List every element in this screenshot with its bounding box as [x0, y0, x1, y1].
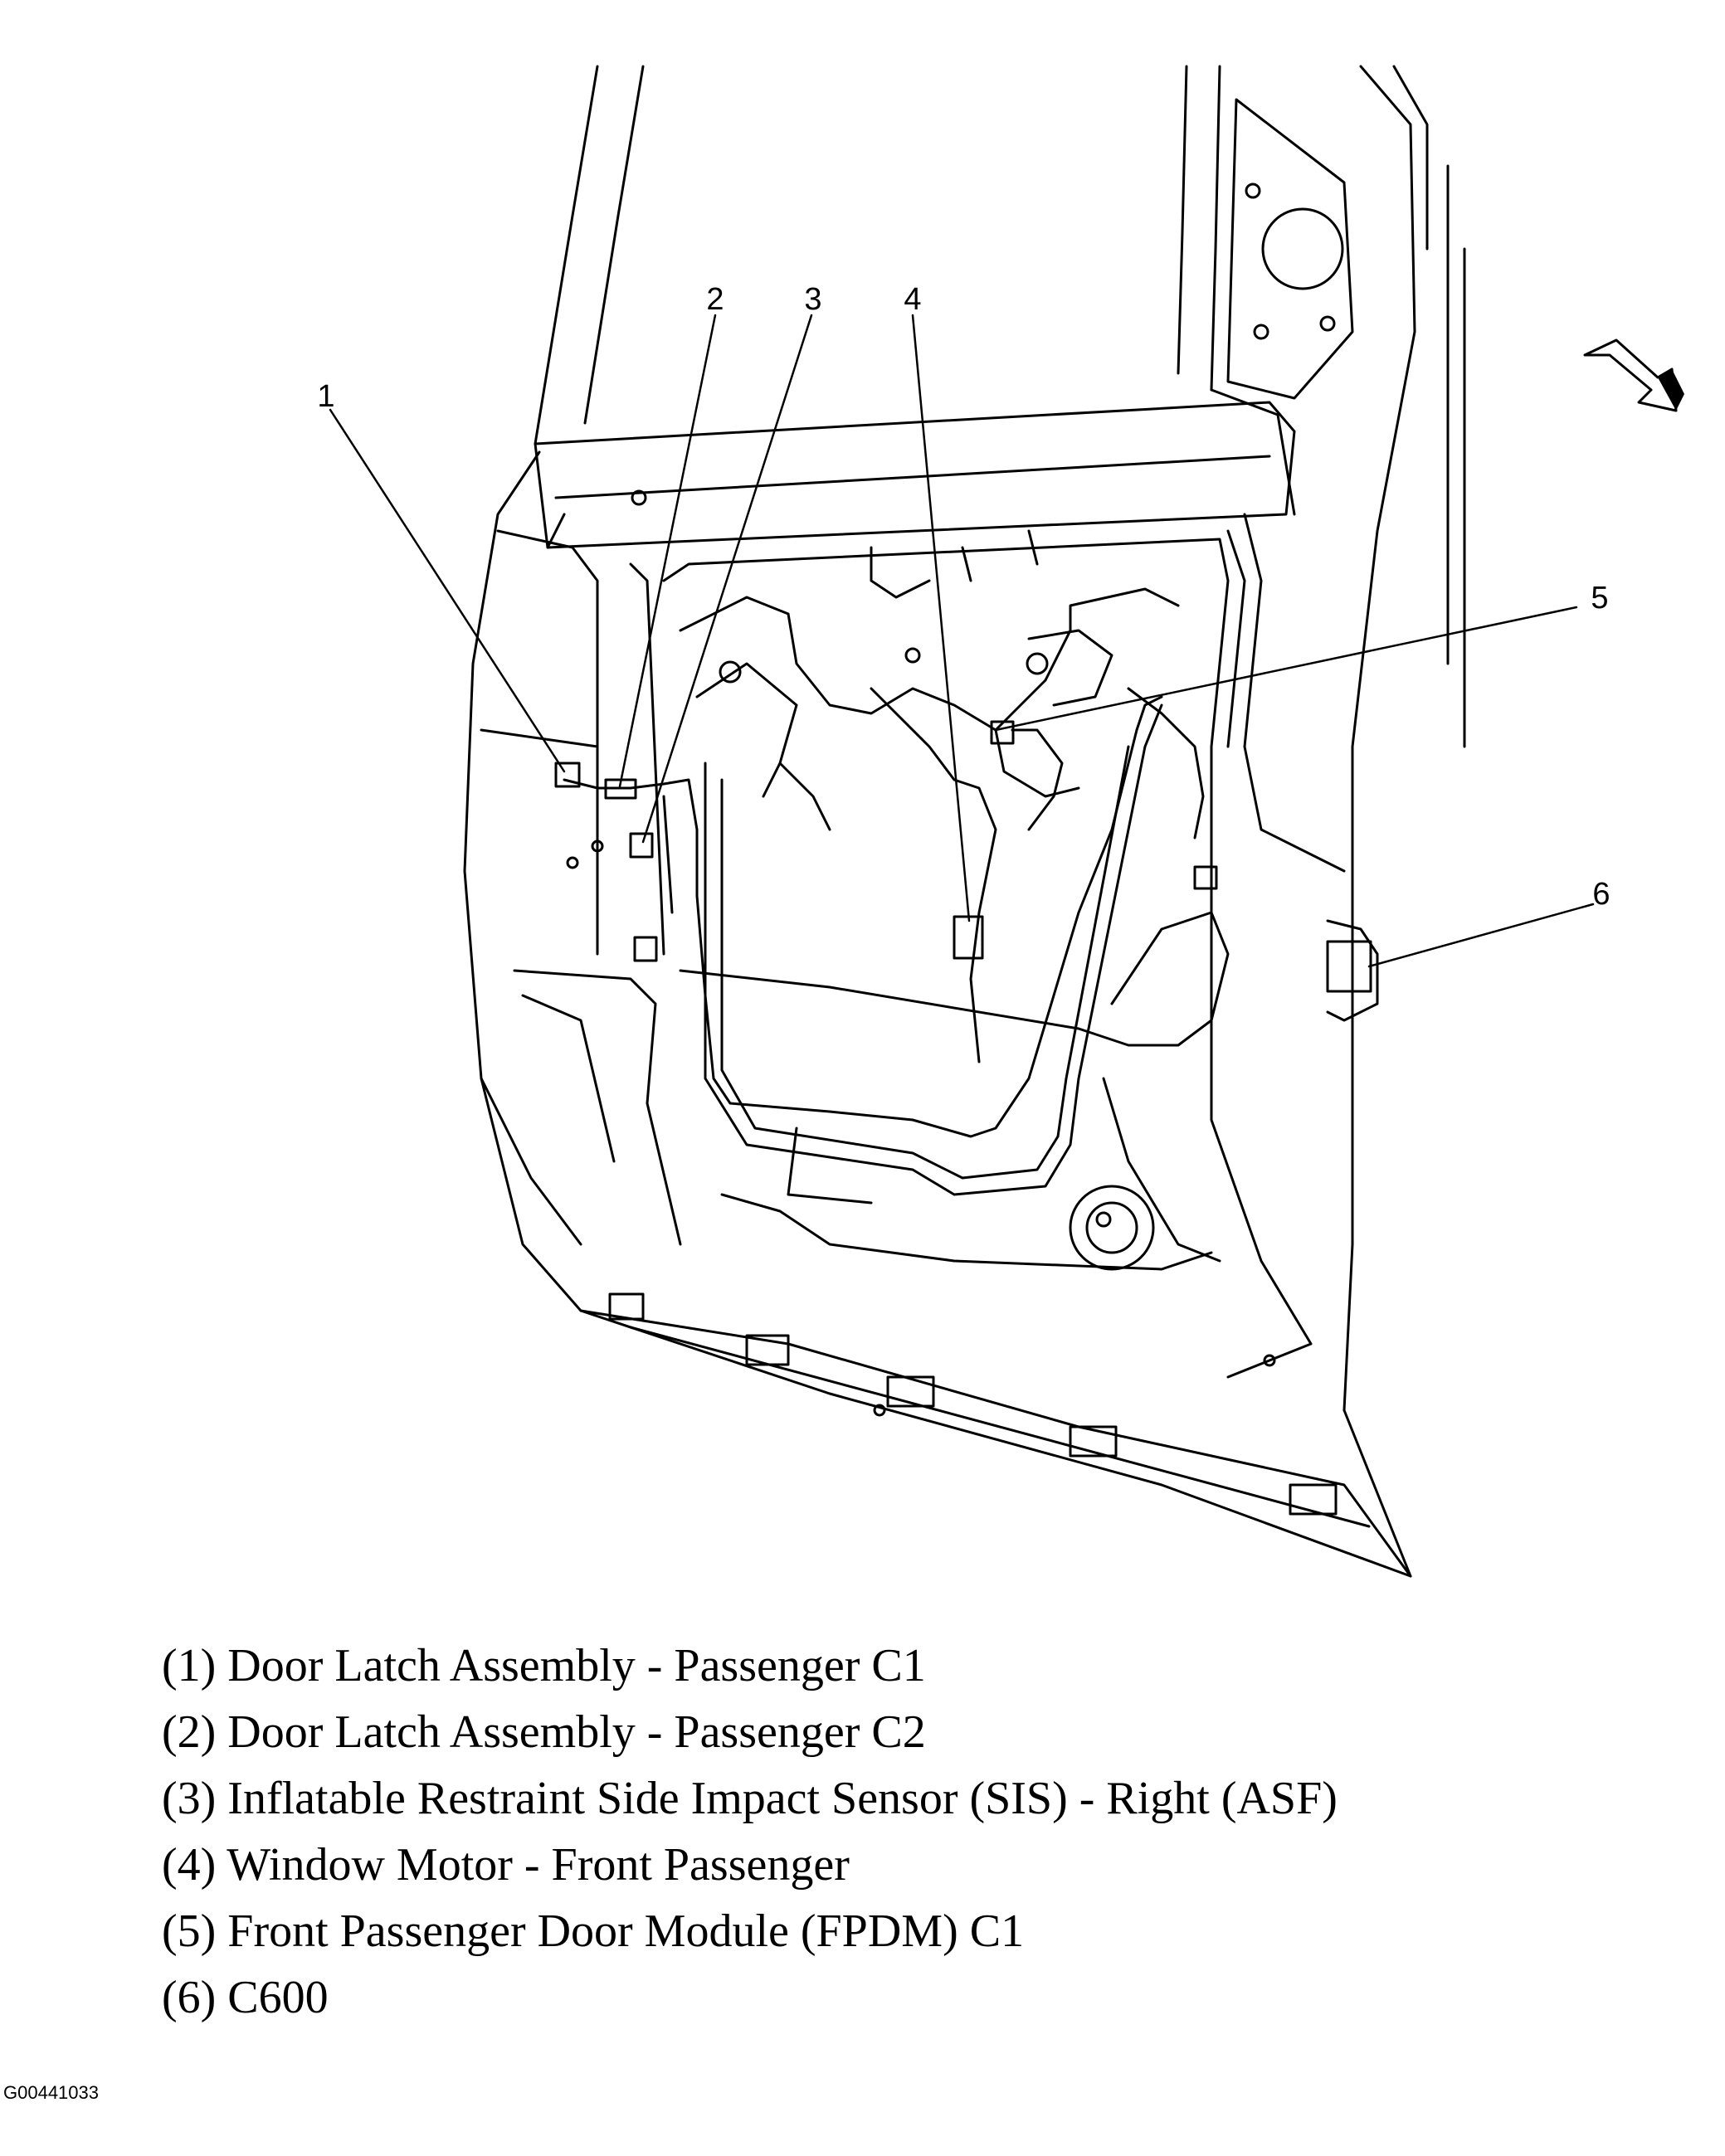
callout-6: 6 — [1592, 877, 1610, 912]
legend-item-4: (4) Window Motor - Front Passenger — [162, 1839, 850, 1891]
callout-5: 5 — [1591, 581, 1608, 616]
inner-panel — [631, 489, 1313, 1417]
figure-id: G00441033 — [3, 2082, 99, 2103]
callout-4: 4 — [904, 282, 921, 317]
legend-item-2: (2) Door Latch Assembly - Passenger C2 — [162, 1706, 926, 1758]
legend-item-5: (5) Front Passenger Door Module (FPDM) C… — [162, 1905, 1025, 1957]
legend-item-6: (6) C600 — [162, 1972, 329, 2023]
legend: (1) Door Latch Assembly - Passenger C1 (… — [162, 1633, 1572, 2031]
orientation-arrow-icon — [1583, 338, 1684, 412]
rocker-trim — [608, 1292, 1371, 1528]
window-frame — [534, 65, 1466, 1412]
leader-lines — [329, 314, 1595, 968]
legend-item-1: (1) Door Latch Assembly - Passenger C1 — [162, 1640, 926, 1691]
wiring-harness — [563, 687, 1230, 1138]
door-shell — [463, 388, 1412, 1578]
callout-2: 2 — [706, 282, 724, 317]
callout-labels: 1 2 3 4 5 6 — [317, 282, 1610, 912]
connectors — [554, 720, 1379, 1022]
callout-3: 3 — [804, 282, 821, 317]
door-wiring-diagram: 1 2 3 4 5 6 — [317, 65, 1684, 1578]
legend-item-3: (3) Inflatable Restraint Side Impact Sen… — [162, 1773, 1338, 1824]
callout-1: 1 — [317, 379, 334, 414]
